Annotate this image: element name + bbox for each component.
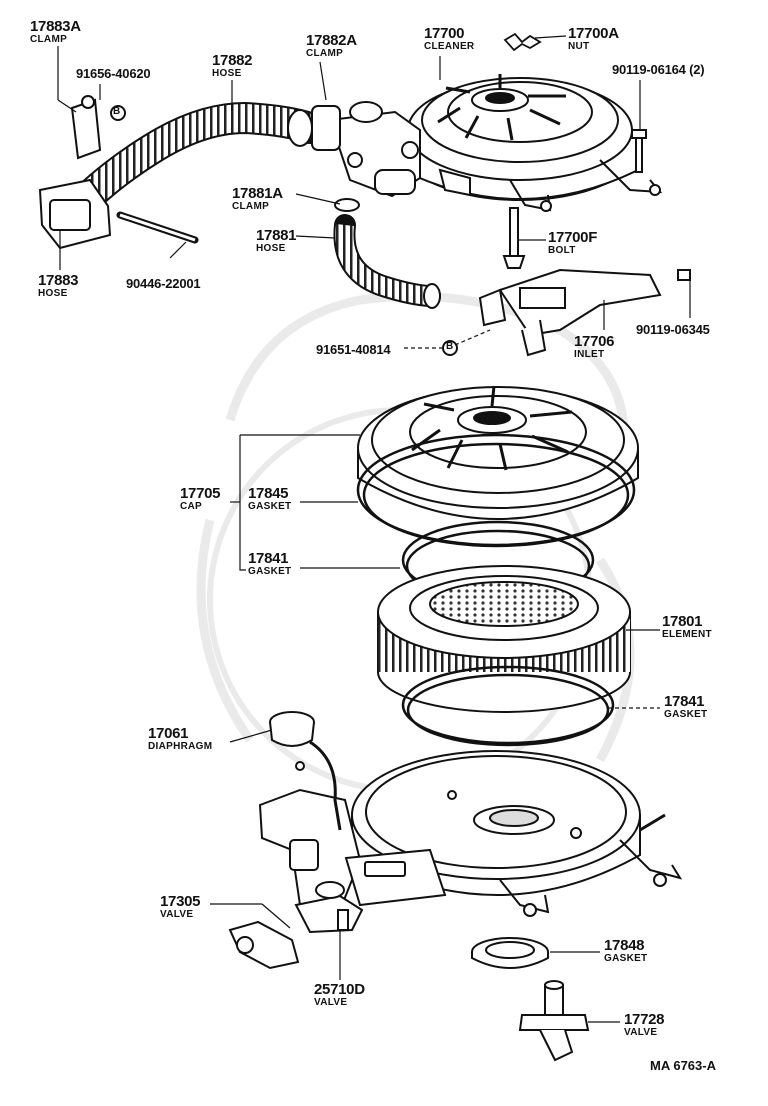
part-number: 17882 [212, 52, 253, 69]
label-17061: 17061 DIAPHRAGM [148, 726, 212, 752]
washer-marker-upper: B [113, 106, 121, 117]
part-name: GASKET [664, 709, 708, 720]
part-name: GASKET [248, 501, 292, 512]
label-17705: 17705 CAP [180, 485, 221, 512]
part-number: 25710D [314, 981, 365, 998]
label-25710D: 25710D VALVE [314, 982, 365, 1008]
part-number: 17801 [662, 613, 703, 630]
part-number: 17061 [148, 725, 189, 742]
hose-17881-drawing [333, 198, 441, 309]
label-91651-40814: 91651-40814 [316, 342, 391, 357]
part-name: CLEANER [424, 41, 475, 52]
valve-17305-drawing [228, 920, 300, 970]
label-17883: 17883 HOSE [38, 272, 79, 299]
element-17801-drawing [377, 565, 631, 713]
clamp-17883A-drawing [70, 95, 126, 160]
part-number: 17845 [248, 485, 289, 502]
label-17841-lower: 17841 GASKET [664, 694, 707, 720]
label-90119-06345: 90119-06345 [636, 322, 710, 337]
inlet-17706-drawing [442, 268, 691, 357]
label-17881A: 17881A CLAMP [232, 186, 283, 212]
part-name: BOLT [548, 245, 576, 256]
label-17845: 17845 GASKET [248, 486, 291, 512]
label-17700F: 17700F BOLT [548, 230, 597, 256]
label-17801: 17801 ELEMENT [662, 614, 712, 640]
part-number: 17700F [548, 229, 598, 246]
label-17841-upper: 17841 GASKET [248, 551, 291, 577]
part-name: HOSE [256, 243, 286, 254]
valve-17728-drawing [518, 980, 590, 1062]
washer-marker-lower: B [446, 341, 454, 352]
part-name: CAP [180, 501, 203, 512]
part-name: GASKET [604, 953, 648, 964]
part-name: GASKET [248, 566, 292, 577]
part-number: 17848 [604, 937, 645, 954]
hose-17882-drawing [64, 101, 341, 221]
label-90119-06164: 90119-06164 (2) [612, 62, 705, 77]
label-17728: 17728 VALVE [624, 1011, 665, 1038]
label-17881: 17881 HOSE [256, 227, 297, 254]
gasket-17845-drawing [356, 433, 636, 548]
part-name: VALVE [160, 909, 194, 920]
part-number: 17700A [568, 25, 619, 42]
part-number: 17883 [38, 272, 79, 289]
part-name: DIAPHRAGM [148, 741, 213, 752]
label-17848: 17848 GASKET [604, 938, 647, 964]
part-number: 17883A [30, 18, 81, 35]
label-17700: 17700 CLEANER [424, 26, 474, 52]
part-name: INLET [574, 349, 605, 360]
part-name: VALVE [624, 1027, 658, 1038]
part-name: ELEMENT [662, 629, 712, 640]
part-number: 17305 [160, 893, 201, 910]
part-name: NUT [568, 41, 590, 52]
label-17882A: 17882A CLAMP [306, 33, 357, 59]
hose-17883-drawing [38, 178, 199, 250]
housing-base-drawing [258, 750, 683, 917]
gasket-17841-lower-drawing [401, 665, 615, 747]
cap-17705-drawing [357, 385, 639, 520]
part-number: 17700 [424, 25, 465, 42]
part-name: CLAMP [306, 48, 344, 59]
part-number: 17705 [180, 485, 221, 502]
part-number: 17881 [256, 227, 297, 244]
label-91656-40620: 91656-40620 [76, 66, 151, 81]
part-number: 17728 [624, 1011, 665, 1028]
part-name: HOSE [38, 288, 68, 299]
label-17882: 17882 HOSE [212, 52, 253, 79]
gasket-17848-drawing [471, 937, 549, 969]
part-number: 17841 [664, 693, 705, 710]
assembled-air-cleaner [328, 32, 663, 269]
label-90446-22001: 90446-22001 [126, 276, 201, 291]
part-name: HOSE [212, 68, 242, 79]
diaphragm-17061-drawing [269, 711, 342, 831]
part-number: 17881A [232, 185, 283, 202]
label-17700A: 17700A NUT [568, 26, 619, 52]
part-name: CLAMP [232, 201, 270, 212]
label-17883A: 17883A CLAMP [30, 19, 81, 45]
leader-lines [57, 35, 691, 1023]
part-number: 17706 [574, 333, 615, 350]
label-17706: 17706 INLET [574, 333, 615, 360]
part-name: VALVE [314, 997, 348, 1008]
part-name: CLAMP [30, 34, 68, 45]
label-17305: 17305 VALVE [160, 893, 201, 920]
diagram-id: MA 6763-A [650, 1058, 716, 1073]
valve-25710D-drawing [294, 881, 364, 934]
part-number: 17882A [306, 32, 357, 49]
part-number: 17841 [248, 550, 289, 567]
